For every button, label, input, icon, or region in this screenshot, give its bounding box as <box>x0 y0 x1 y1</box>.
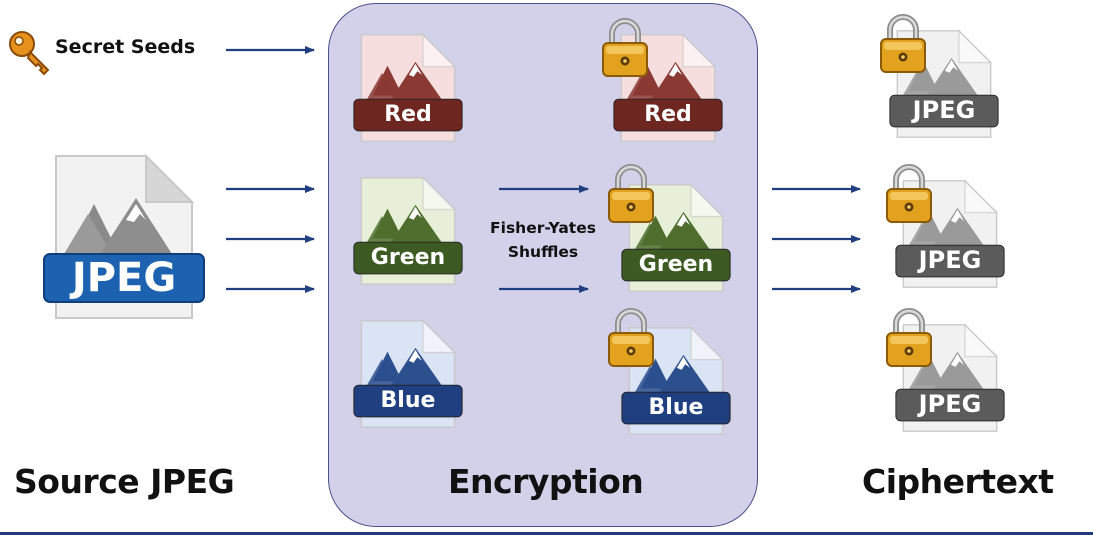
source-file-label: JPEG <box>71 255 177 301</box>
shuffle-label: Fisher-Yates Shuffles <box>478 216 608 264</box>
shuffle-label-line1: Fisher-Yates <box>490 219 596 237</box>
cipher-file-label-3: JPEG <box>918 390 982 419</box>
shuffled-label-green: Green <box>638 252 714 278</box>
channel-file-blue-wrap: Blue <box>352 318 464 430</box>
channel-file-red <box>353 33 463 142</box>
channel-file-red-wrap: Red <box>352 32 464 144</box>
padlock-icon <box>608 308 654 367</box>
shuffle-label-line2: Shuffles <box>507 243 579 261</box>
shuffled-file-red-wrap: Red <box>612 32 724 144</box>
channel-label-blue: Blue <box>380 388 436 414</box>
source-title: Source JPEG <box>14 462 235 501</box>
bottom-rule <box>0 532 1093 535</box>
shuffled-label-red: Red <box>644 102 692 128</box>
channel-file-green <box>353 176 463 285</box>
shuffled-label-blue: Blue <box>648 395 704 421</box>
padlock-icon <box>608 164 654 223</box>
padlock-icon <box>880 14 926 73</box>
shuffled-file-red <box>613 33 723 142</box>
source-jpeg-file-icon <box>43 153 205 319</box>
encryption-title: Encryption <box>448 462 644 501</box>
secret-seeds-label: Secret Seeds <box>55 36 196 58</box>
key-icon <box>9 31 50 76</box>
ciphertext-title: Ciphertext <box>862 462 1054 501</box>
padlock-icon <box>886 164 932 223</box>
cipher-file-label-1: JPEG <box>912 96 976 125</box>
channel-file-blue <box>353 319 463 428</box>
cipher-file-label-2: JPEG <box>918 246 982 275</box>
channel-file-green-wrap: Green <box>352 175 464 287</box>
padlock-icon <box>602 18 648 77</box>
padlock-icon <box>886 308 932 367</box>
channel-label-red: Red <box>384 102 432 128</box>
channel-label-green: Green <box>370 245 446 271</box>
